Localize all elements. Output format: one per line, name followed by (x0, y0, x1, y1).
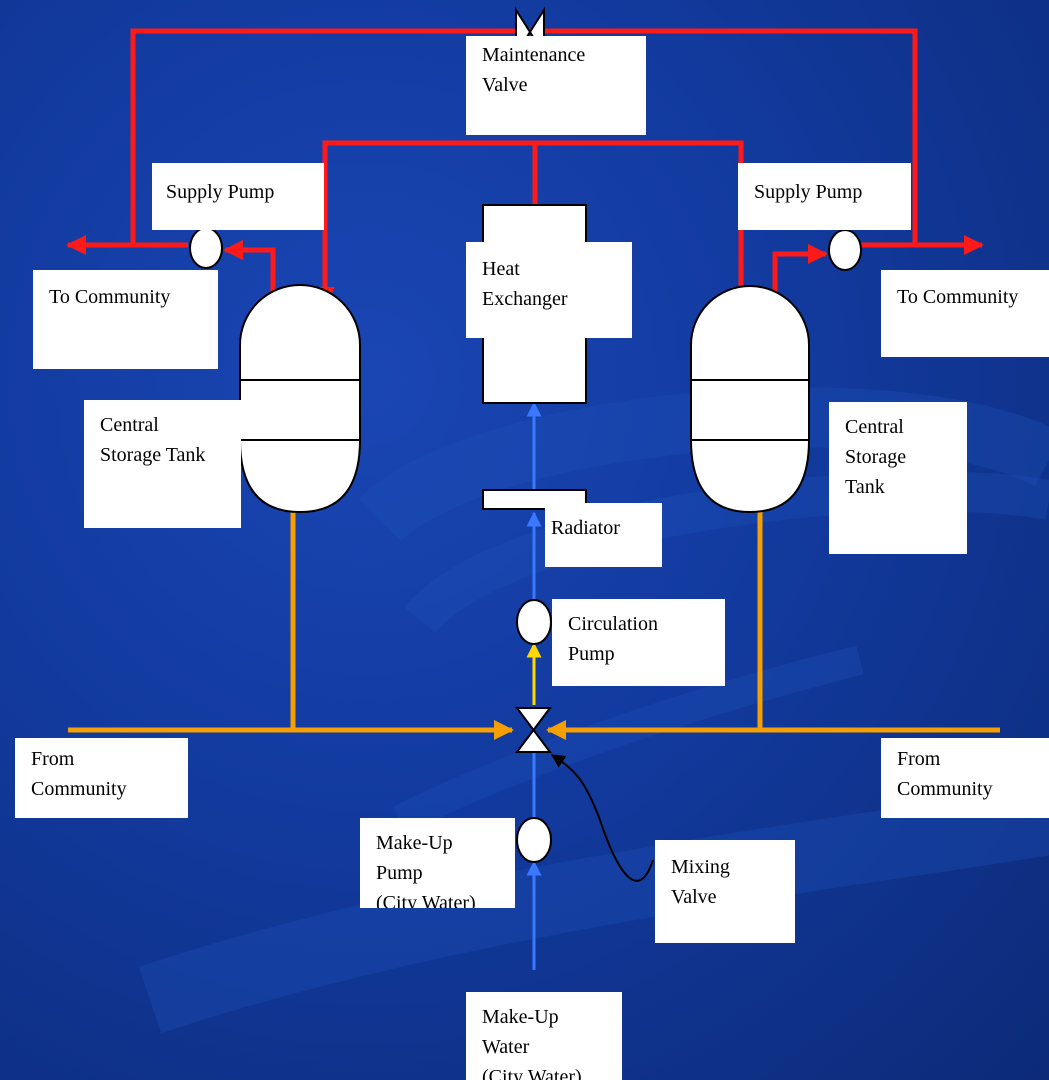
from-community-right-label: From Community (881, 738, 1049, 818)
supply-pump-right (828, 229, 862, 271)
makeup-water-label: Make-Up Water (City Water) (466, 992, 622, 1080)
supply-pump-left-label: Supply Pump (152, 163, 324, 230)
hx-to-left-tank-line (315, 140, 538, 307)
mixing-valve-label: Mixing Valve (655, 840, 795, 943)
central-storage-left-label: Central Storage Tank (84, 400, 241, 528)
radiator-label: Radiator (545, 503, 662, 567)
supply-pump-right-label: Supply Pump (738, 163, 911, 230)
from-community-left-label: From Community (15, 738, 188, 818)
hx-to-right-tank-line (535, 140, 751, 307)
makeup-pump-label: Make-Up Pump (City Water) (360, 818, 515, 908)
to-community-left-label: To Community (33, 270, 218, 369)
maintenance-valve-label: Maintenance Valve (466, 36, 646, 135)
heat-exchanger-label: Heat Exchanger (466, 242, 632, 338)
circulation-pump (516, 599, 552, 645)
central-storage-tank-right (690, 285, 810, 514)
to-community-right-label: To Community (881, 270, 1049, 357)
central-storage-tank-left (239, 284, 361, 514)
mixing-valve-pointer (550, 754, 654, 882)
return-lines (68, 512, 1000, 740)
supply-pump-left (189, 227, 223, 269)
mixing-valve (515, 707, 552, 753)
circulation-pump-label: Circulation Pump (552, 599, 725, 686)
makeup-pump (516, 817, 552, 863)
central-storage-right-label: Central Storage Tank (829, 402, 967, 554)
